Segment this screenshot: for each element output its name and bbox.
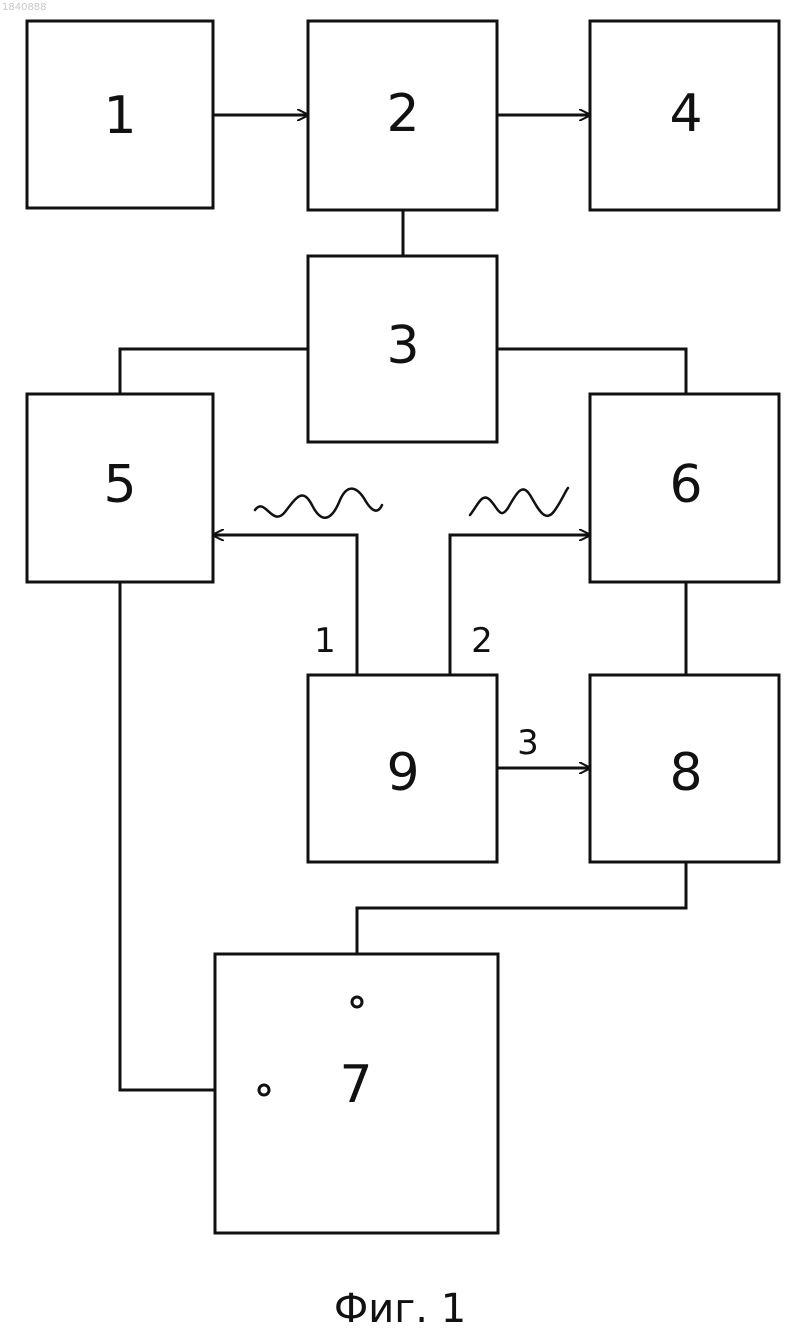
block-2: 2	[308, 21, 497, 210]
port-label-2: 2	[471, 621, 493, 661]
block-5: 5	[27, 394, 213, 582]
block-5-label: 5	[103, 455, 136, 515]
block-3: 3	[308, 256, 497, 442]
port-label-1: 1	[314, 621, 336, 661]
signal-wave-right	[470, 488, 568, 516]
block-8: 8	[590, 675, 779, 862]
block-3-label: 3	[386, 316, 419, 376]
terminal-dot-left	[259, 1085, 269, 1095]
block-6: 6	[590, 394, 779, 582]
port-label-3: 3	[517, 723, 539, 763]
block-9-label: 9	[386, 743, 419, 803]
block-1: 1	[27, 21, 213, 208]
header-mark: 1840888	[2, 2, 47, 13]
edge-3-to-5	[120, 349, 308, 394]
edge-3-to-6	[497, 349, 686, 394]
block-1-label: 1	[103, 86, 136, 146]
terminal-dot-top	[352, 997, 362, 1007]
block-2-label: 2	[386, 84, 419, 144]
figure-caption: Фиг. 1	[334, 1286, 466, 1332]
block-4-label: 4	[669, 84, 702, 144]
block-9: 9	[308, 675, 497, 862]
block-8-label: 8	[669, 743, 702, 803]
signal-wave-left	[255, 489, 382, 518]
block-7-label: 7	[339, 1055, 372, 1115]
block-4: 4	[590, 21, 779, 210]
block-6-label: 6	[669, 455, 702, 515]
